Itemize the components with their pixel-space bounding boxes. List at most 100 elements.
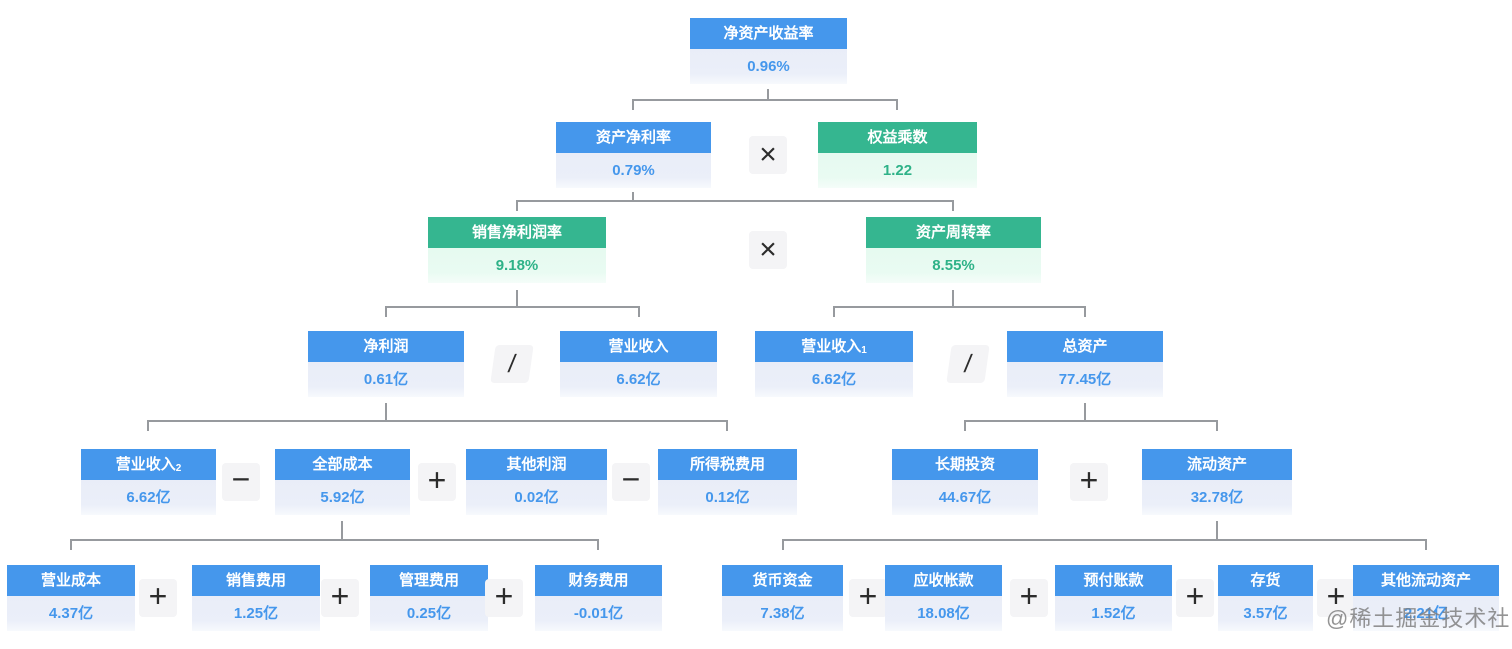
node-total-assets-label: 总资产 <box>1007 331 1163 362</box>
node-revenue-2-label: 营业收入2 <box>81 449 216 480</box>
node-admin-expense[interactable]: 管理费用 0.25亿 <box>370 565 488 631</box>
node-roa-label-text: 资产净利率 <box>595 129 671 146</box>
node-other-profit-value: 0.02亿 <box>466 480 607 515</box>
divide-operator-2: / <box>946 345 990 383</box>
plus-operator-6: + <box>849 578 887 617</box>
node-admin-expense-value: 0.25亿 <box>370 596 488 631</box>
node-admin-expense-label-text: 管理费用 <box>398 572 459 589</box>
node-revenue-2[interactable]: 营业收入2 6.62亿 <box>81 449 216 515</box>
node-total-cost-label: 全部成本 <box>275 449 410 480</box>
node-finance-expense-value: -0.01亿 <box>535 596 662 631</box>
connector-currentassets-children <box>782 521 1427 550</box>
node-net-sales-margin[interactable]: 销售净利润率 9.18% <box>428 217 606 283</box>
node-finance-expense[interactable]: 财务费用 -0.01亿 <box>535 565 662 631</box>
node-roa[interactable]: 资产净利率 0.79% <box>556 122 711 188</box>
node-revenue[interactable]: 营业收入 6.62亿 <box>560 331 717 397</box>
node-selling-expense-value: 1.25亿 <box>192 596 320 631</box>
node-other-current-assets[interactable]: 其他流动资产 2.21亿 <box>1353 565 1499 631</box>
node-roe[interactable]: 净资产收益率 0.96% <box>690 18 847 84</box>
node-equity-multiplier-label-text: 权益乘数 <box>867 129 928 146</box>
node-total-cost-value: 5.92亿 <box>275 480 410 515</box>
node-prepaid-value: 1.52亿 <box>1055 596 1172 631</box>
node-revenue-2-value: 6.62亿 <box>81 480 216 515</box>
node-operating-cost[interactable]: 营业成本 4.37亿 <box>7 565 135 631</box>
node-asset-turnover-label-text: 资产周转率 <box>915 224 991 241</box>
connector-assetturnover-children <box>833 290 1086 317</box>
node-revenue-1-label-text: 营业收入 <box>801 338 862 355</box>
node-roe-label-text: 净资产收益率 <box>723 25 814 42</box>
node-total-cost[interactable]: 全部成本 5.92亿 <box>275 449 410 515</box>
node-other-profit[interactable]: 其他利润 0.02亿 <box>466 449 607 515</box>
node-selling-expense-label: 销售费用 <box>192 565 320 596</box>
node-net-profit-label-text: 净利润 <box>363 338 409 355</box>
node-selling-expense[interactable]: 销售费用 1.25亿 <box>192 565 320 631</box>
node-equity-multiplier-label: 权益乘数 <box>818 122 977 153</box>
site-watermark: @稀土掘金技术社区 <box>1326 606 1512 631</box>
node-net-profit[interactable]: 净利润 0.61亿 <box>308 331 464 397</box>
node-prepaid[interactable]: 预付账款 1.52亿 <box>1055 565 1172 631</box>
node-revenue-label-text: 营业收入 <box>608 338 669 355</box>
node-selling-expense-label-text: 销售费用 <box>225 572 286 589</box>
plus-operator-2: + <box>1070 462 1108 501</box>
node-net-profit-label: 净利润 <box>308 331 464 362</box>
node-asset-turnover-value: 8.55% <box>866 248 1041 283</box>
node-long-term-investment-label: 长期投资 <box>892 449 1038 480</box>
node-accounts-receivable-label: 应收帐款 <box>885 565 1002 596</box>
node-other-current-assets-label-text: 其他流动资产 <box>1380 572 1471 589</box>
plus-operator-9: + <box>1317 578 1355 617</box>
node-total-assets-label-text: 总资产 <box>1062 338 1108 355</box>
node-long-term-investment[interactable]: 长期投资 44.67亿 <box>892 449 1038 515</box>
node-income-tax-label: 所得税费用 <box>658 449 797 480</box>
plus-operator-7: + <box>1010 578 1048 617</box>
node-net-sales-margin-label: 销售净利润率 <box>428 217 606 248</box>
node-net-profit-value: 0.61亿 <box>308 362 464 397</box>
node-finance-expense-label-text: 财务费用 <box>568 572 629 589</box>
node-inventory[interactable]: 存货 3.57亿 <box>1218 565 1313 631</box>
node-current-assets-label-text: 流动资产 <box>1186 456 1247 473</box>
node-current-assets-label: 流动资产 <box>1142 449 1292 480</box>
node-asset-turnover[interactable]: 资产周转率 8.55% <box>866 217 1041 283</box>
node-total-cost-label-text: 全部成本 <box>312 456 373 473</box>
node-accounts-receivable[interactable]: 应收帐款 18.08亿 <box>885 565 1002 631</box>
node-current-assets-value: 32.78亿 <box>1142 480 1292 515</box>
node-equity-multiplier[interactable]: 权益乘数 1.22 <box>818 122 977 188</box>
node-operating-cost-value: 4.37亿 <box>7 596 135 631</box>
node-total-assets-value: 77.45亿 <box>1007 362 1163 397</box>
node-accounts-receivable-value: 18.08亿 <box>885 596 1002 631</box>
node-roa-label: 资产净利率 <box>556 122 711 153</box>
node-other-current-assets-label: 其他流动资产 <box>1353 565 1499 596</box>
node-roe-value: 0.96% <box>690 49 847 84</box>
node-current-assets[interactable]: 流动资产 32.78亿 <box>1142 449 1292 515</box>
node-net-sales-margin-value: 9.18% <box>428 248 606 283</box>
connector-netprofit-children <box>147 403 728 431</box>
connector-netsalesmargin-children <box>385 290 640 317</box>
node-long-term-investment-value: 44.67亿 <box>892 480 1038 515</box>
node-other-profit-label-text: 其他利润 <box>506 456 567 473</box>
node-inventory-value: 3.57亿 <box>1218 596 1313 631</box>
node-income-tax-label-text: 所得税费用 <box>689 456 765 473</box>
node-roa-value: 0.79% <box>556 153 711 188</box>
node-income-tax[interactable]: 所得税费用 0.12亿 <box>658 449 797 515</box>
plus-operator-5: + <box>485 578 523 617</box>
node-cash[interactable]: 货币资金 7.38亿 <box>722 565 843 631</box>
node-revenue-1-label: 营业收入1 <box>755 331 913 362</box>
node-total-assets[interactable]: 总资产 77.45亿 <box>1007 331 1163 397</box>
plus-operator-3: + <box>139 578 177 617</box>
node-long-term-investment-label-text: 长期投资 <box>934 456 995 473</box>
plus-operator-4: + <box>321 578 359 617</box>
node-other-profit-label: 其他利润 <box>466 449 607 480</box>
node-revenue-label: 营业收入 <box>560 331 717 362</box>
node-operating-cost-label-text: 营业成本 <box>40 572 101 589</box>
node-revenue-1-subscript: 1 <box>861 345 867 356</box>
node-prepaid-label: 预付账款 <box>1055 565 1172 596</box>
node-admin-expense-label: 管理费用 <box>370 565 488 596</box>
node-net-sales-margin-label-text: 销售净利润率 <box>471 224 562 241</box>
connector-roa-children <box>516 192 954 211</box>
node-operating-cost-label: 营业成本 <box>7 565 135 596</box>
node-inventory-label-text: 存货 <box>1250 572 1281 589</box>
node-cash-value: 7.38亿 <box>722 596 843 631</box>
divide-operator-1: / <box>490 345 534 383</box>
minus-operator-2: − <box>612 461 650 501</box>
node-revenue-1[interactable]: 营业收入1 6.62亿 <box>755 331 913 397</box>
